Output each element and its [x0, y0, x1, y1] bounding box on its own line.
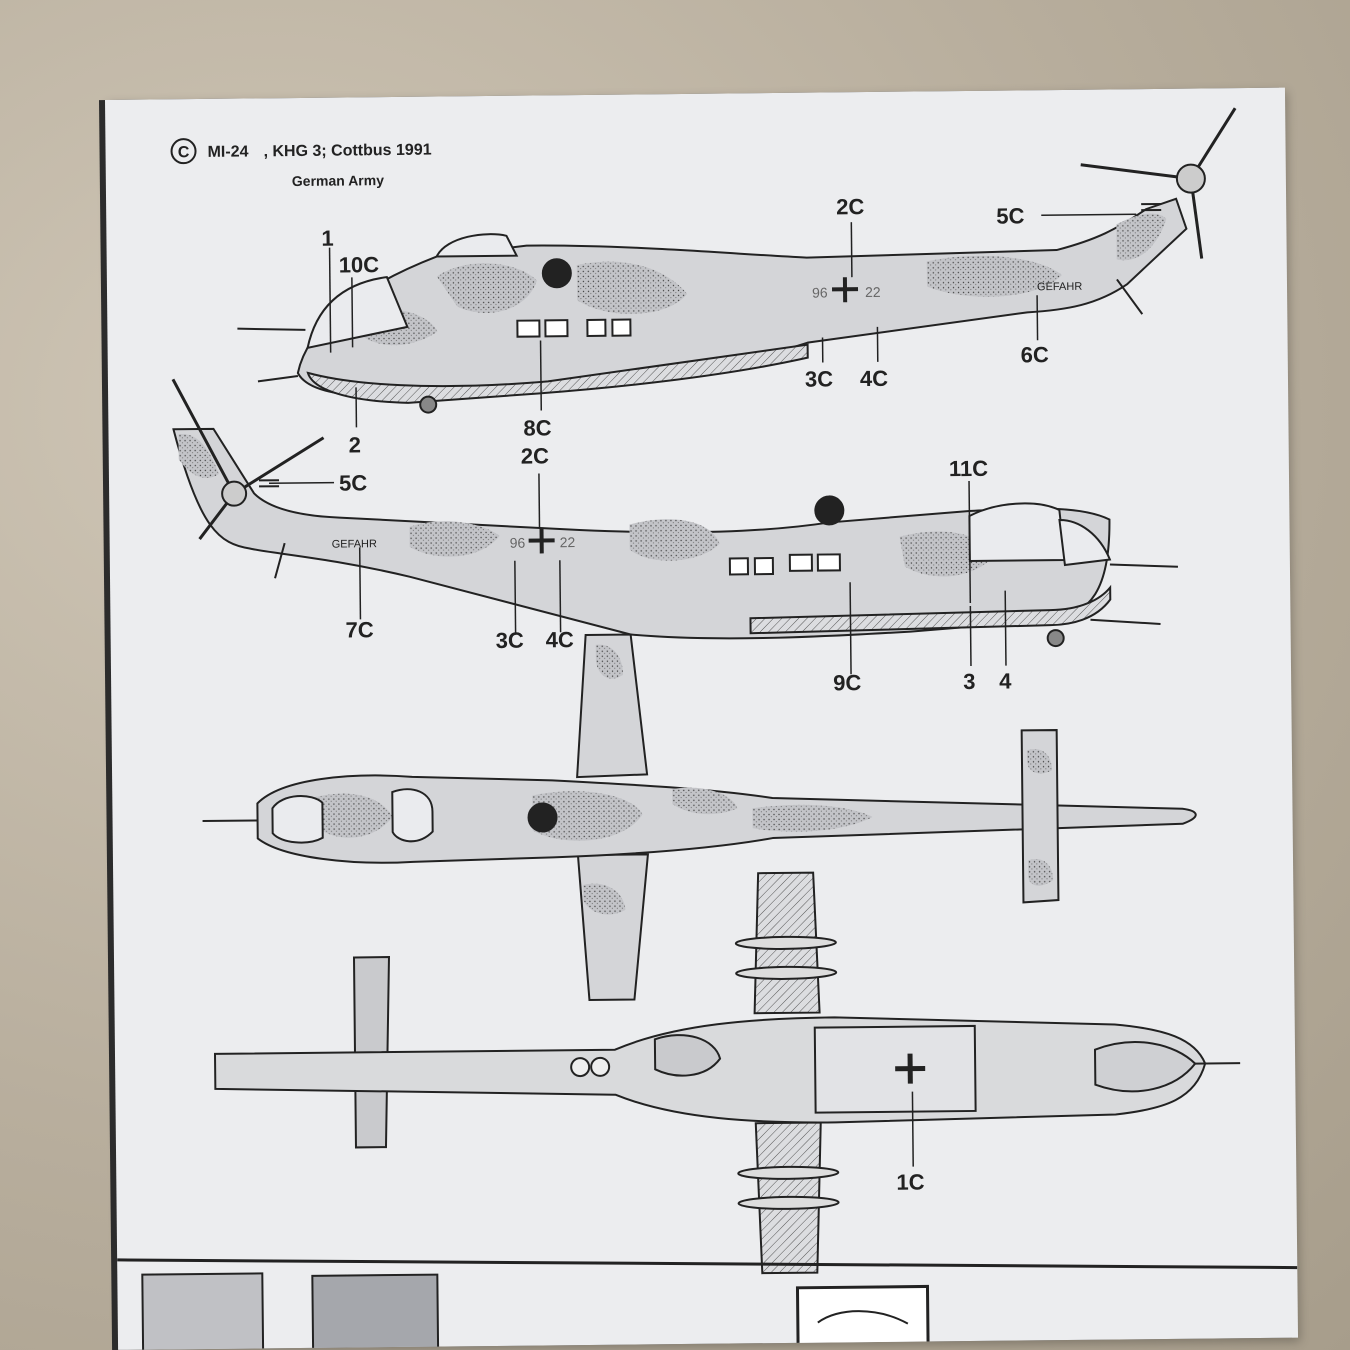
callout-2: 2 [348, 432, 361, 457]
top-view [202, 633, 1197, 1001]
model-name: MI-24 [207, 144, 248, 161]
side-view-left: GEFAHR 96 22 [237, 107, 1237, 414]
callout-1: 1 [321, 226, 334, 251]
number-left-top: 96 [812, 284, 828, 300]
callout-8c: 8C [523, 415, 551, 440]
header: C MI-24 , KHG 3; Cottbus 1991 German Arm… [170, 138, 432, 189]
callout-9c: 9C [833, 670, 861, 695]
callout-lines-mid [269, 473, 1007, 675]
paint-swatch-dark [311, 1273, 440, 1350]
instruction-sheet: C MI-24 , KHG 3; Cottbus 1991 German Arm… [105, 87, 1299, 1350]
number-right-top: 22 [865, 284, 881, 300]
hand-icon [817, 1310, 909, 1325]
number-right-mid: 22 [560, 534, 576, 550]
callout-3: 3 [963, 669, 976, 694]
callout-4: 4 [999, 669, 1012, 694]
copyright-icon [170, 138, 197, 165]
number-left-mid: 96 [510, 535, 526, 551]
callout-2c-mid: 2C [521, 443, 549, 468]
service-title: German Army [292, 172, 384, 189]
sheet-drawing: C MI-24 , KHG 3; Cottbus 1991 German Arm… [117, 107, 1298, 1350]
side-code-mid: GEFAHR [332, 538, 377, 550]
callout-6c: 6C [1021, 342, 1049, 367]
callout-line-1c [911, 1091, 914, 1167]
callout-4c-mid: 4C [546, 627, 574, 652]
callout-4c-top: 4C [860, 366, 888, 391]
copyright-letter: C [178, 144, 190, 161]
callout-5c-mid: 5C [339, 470, 367, 495]
bottom-view [213, 871, 1241, 1275]
side-code-top: GEFAHR [1037, 281, 1082, 293]
callout-2c-top: 2C [836, 194, 864, 219]
paint-swatch-light [141, 1272, 265, 1350]
callout-lines-top [328, 213, 1137, 428]
callout-7c: 7C [345, 617, 373, 642]
callout-11c: 11C [949, 456, 989, 481]
callout-1c: 1C [896, 1169, 924, 1194]
side-view-right: GEFAHR 96 22 [171, 378, 1178, 648]
callout-10c: 10C [339, 252, 380, 277]
callout-3c-mid: 3C [496, 628, 524, 653]
footer-rule [117, 1258, 1298, 1270]
callout-3c-top: 3C [805, 366, 833, 391]
decal-application-diagram [795, 1284, 930, 1350]
unit-title: , KHG 3; Cottbus 1991 [263, 142, 431, 161]
callout-5c-top: 5C [996, 203, 1024, 228]
